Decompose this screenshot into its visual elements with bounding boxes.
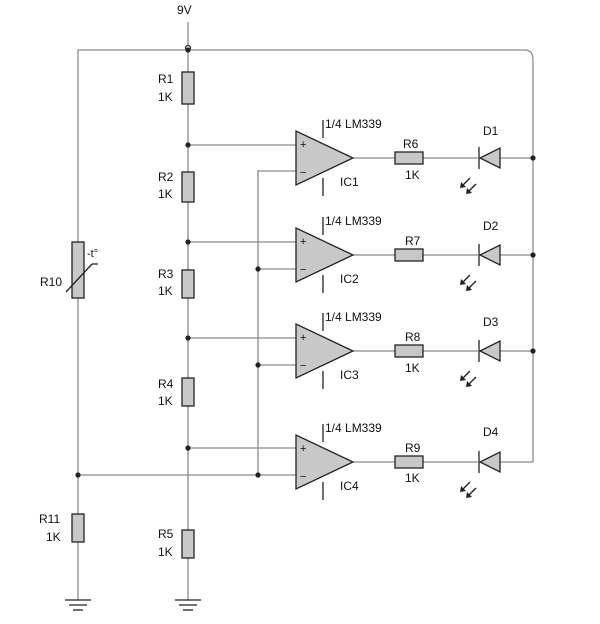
svg-text:D2: D2 [483,219,499,233]
supply-terminal: 9V [177,3,192,52]
svg-text:IC3: IC3 [340,368,359,382]
output-wires [353,157,533,463]
svg-text:+: + [300,443,306,455]
svg-text:R7: R7 [405,234,421,248]
svg-text:1K: 1K [158,90,173,104]
reference-input-wires [188,144,296,449]
inverting-input-wires [258,170,296,476]
svg-text:R2: R2 [158,170,174,184]
top-rail [77,49,534,462]
svg-text:+: + [300,139,306,151]
ground-left [65,599,91,611]
svg-text:R6: R6 [403,137,419,151]
svg-text:R4: R4 [158,377,174,391]
svg-text:1/4 LM339: 1/4 LM339 [325,214,382,228]
svg-text:R11: R11 [39,512,60,526]
comparator-ic1: + − 1/4 LM339 IC1 [295,117,382,196]
svg-text:D1: D1 [483,124,499,138]
led-d1: D1 [460,124,501,194]
thermistor-r10: R10 -t° [40,241,98,299]
supply-label: 9V [177,3,192,17]
svg-text:1K: 1K [158,284,173,298]
led-d4: D4 [460,425,501,498]
svg-text:1K: 1K [405,168,420,182]
svg-text:R5: R5 [158,527,174,541]
resistor-r11: R11 1K [39,512,85,544]
resistor-r9: R9 1K [394,441,424,485]
svg-text:D3: D3 [483,315,499,329]
svg-text:IC1: IC1 [340,175,359,189]
junction-dots [75,47,536,478]
svg-text:R9: R9 [405,441,421,455]
led-d2: D2 [460,219,501,291]
svg-text:1K: 1K [46,530,61,544]
svg-text:−: − [300,264,306,276]
svg-text:1K: 1K [158,187,173,201]
svg-text:R3: R3 [158,267,174,281]
svg-text:1K: 1K [158,545,173,559]
svg-text:−: − [300,167,306,179]
svg-text:D4: D4 [483,425,499,439]
svg-text:R1: R1 [158,72,174,86]
svg-text:1/4 LM339: 1/4 LM339 [325,117,382,131]
comparator-ic4: + − 1/4 LM339 IC4 [295,421,382,500]
svg-text:−: − [300,471,306,483]
ground-right [175,599,201,611]
resistor-r5: R5 1K [158,527,195,559]
svg-text:IC4: IC4 [340,479,359,493]
svg-text:+: + [300,236,306,248]
svg-text:−: − [300,360,306,372]
resistor-r6: R6 1K [394,137,424,182]
resistor-r7: R7 [394,234,424,262]
comparator-ic2: + − 1/4 LM339 IC2 [295,214,382,293]
svg-text:IC2: IC2 [340,272,359,286]
svg-text:R10: R10 [40,275,62,289]
led-d3: D3 [460,315,501,387]
svg-text:1K: 1K [158,394,173,408]
resistor-r4: R4 1K [158,377,195,408]
svg-text:1/4 LM339: 1/4 LM339 [325,310,382,324]
svg-text:-t°: -t° [87,248,98,260]
thermistor-branch [77,170,259,600]
resistor-r8: R8 1K [394,330,424,375]
resistor-r3: R3 1K [158,267,195,299]
resistor-r1: R1 1K [158,71,195,105]
svg-text:R8: R8 [405,330,421,344]
svg-text:+: + [300,332,306,344]
svg-text:1K: 1K [405,471,420,485]
svg-text:1/4 LM339: 1/4 LM339 [325,421,382,435]
comparator-ic3: + − 1/4 LM339 IC3 [295,310,382,389]
svg-text:1K: 1K [405,361,420,375]
resistor-r2: R2 1K [158,170,195,203]
